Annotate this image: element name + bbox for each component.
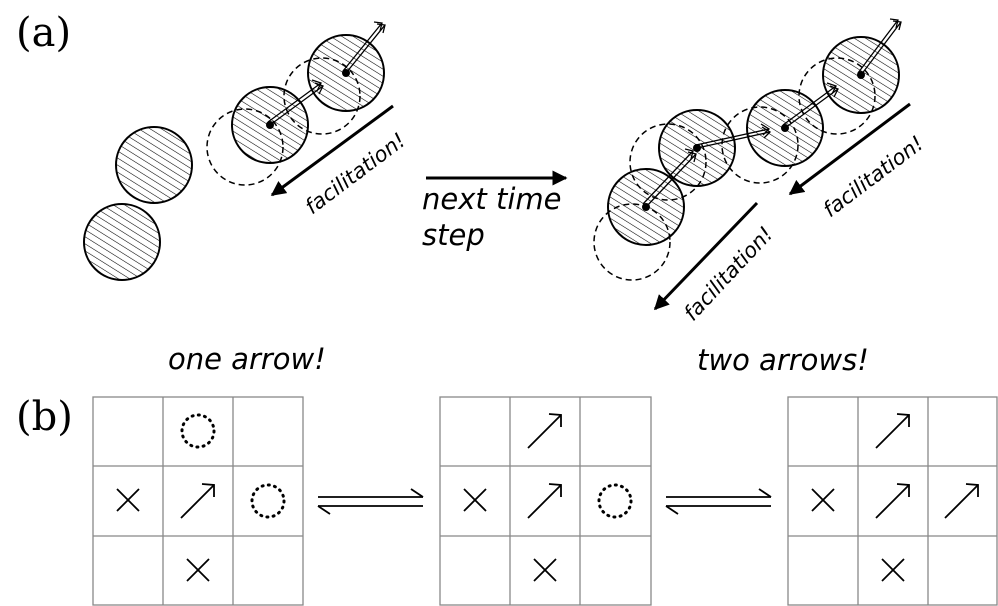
particle xyxy=(83,203,161,281)
step-label-line2: step xyxy=(422,218,485,252)
particle-center xyxy=(857,71,865,79)
ghost-position xyxy=(593,203,671,281)
step-label-line1: next time xyxy=(422,182,562,216)
facilitation-label: facilitation! xyxy=(679,222,778,325)
particle-center xyxy=(693,144,701,152)
diagonal-arrow-icon xyxy=(944,483,979,519)
cross-icon xyxy=(116,488,140,512)
caption-one-arrow: one arrow! xyxy=(168,342,326,376)
left-configuration: facilitation! xyxy=(83,21,411,281)
velocity-arrow xyxy=(782,82,839,129)
equilibrium-arrows xyxy=(317,488,424,515)
cross-icon xyxy=(186,558,210,582)
diagonal-arrow-icon xyxy=(527,413,562,449)
lattice-grid-1 xyxy=(92,396,304,606)
cross-icon xyxy=(811,488,835,512)
diagonal-arrow-icon xyxy=(875,483,910,519)
caption-two-arrows: two arrows! xyxy=(697,343,869,377)
particle-center xyxy=(342,69,350,77)
facilitation-arrow xyxy=(653,201,759,311)
panel-a-label: (a) xyxy=(16,10,71,56)
right-configuration: facilitation! facilitation! xyxy=(593,18,929,325)
velocity-arrow xyxy=(642,148,697,208)
lattice-grid-3 xyxy=(787,396,998,606)
diagonal-arrow-icon xyxy=(180,483,215,519)
velocity-arrow xyxy=(857,18,902,76)
dotted-circle-icon xyxy=(180,413,216,449)
cross-icon xyxy=(533,558,557,582)
cross-icon xyxy=(463,488,487,512)
particle-center xyxy=(781,124,789,132)
facilitation-label: facilitation! xyxy=(819,131,929,222)
velocity-arrow xyxy=(342,21,386,74)
particle xyxy=(115,126,193,204)
panel-b-label: (b) xyxy=(16,394,73,440)
dotted-circle-icon xyxy=(597,483,633,519)
velocity-arrow xyxy=(695,123,772,149)
facilitation-label: facilitation! xyxy=(301,128,411,219)
diagonal-arrow-icon xyxy=(875,413,910,449)
particle-center xyxy=(642,203,650,211)
velocity-arrow xyxy=(267,79,324,126)
dotted-circle-icon xyxy=(250,483,286,519)
lattice-grid-2 xyxy=(439,396,652,606)
facilitation-arrow xyxy=(788,102,911,196)
equilibrium-arrows xyxy=(665,488,772,515)
particle-center xyxy=(266,121,274,129)
cross-icon xyxy=(881,558,905,582)
diagonal-arrow-icon xyxy=(527,483,562,519)
facilitation-arrow xyxy=(270,104,394,197)
